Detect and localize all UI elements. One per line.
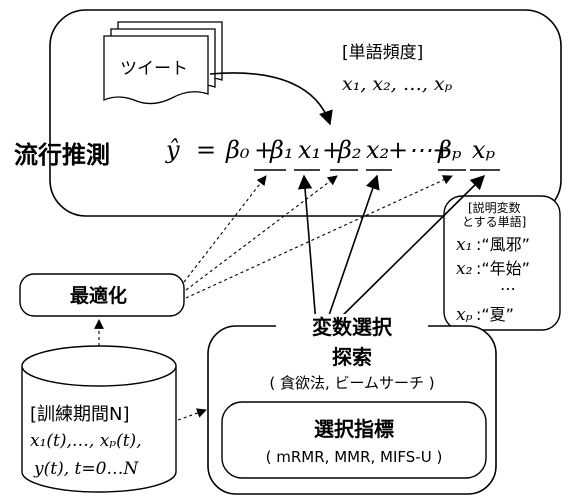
regression-equation: ŷ = β₀ + β₁ x₁ + β₂ x₂ +⋯+ βₚ xₚ xyxy=(165,136,496,164)
training-period-title: [訓練期間N] xyxy=(30,404,130,425)
equation-term: βₚ xyxy=(437,136,462,164)
optimization-box xyxy=(19,273,185,317)
equation-term: +⋯+ xyxy=(388,136,452,164)
training-line2: y(t), t=0…N xyxy=(33,459,139,479)
explanatory-ellipsis: ⋯ xyxy=(500,279,516,298)
equation-term: β₁ xyxy=(269,136,294,164)
explanatory-title-line2: とする単語] xyxy=(462,214,526,229)
training-line1: x₁(t),…, xₚ(t), xyxy=(30,431,142,451)
equation-term: + xyxy=(322,136,342,164)
explanatory-word: :“風邪” xyxy=(476,235,530,254)
search-title: 探索 xyxy=(332,345,372,369)
equation-term: xₚ xyxy=(472,136,496,164)
equation-term: β₀ xyxy=(225,136,250,164)
optimization-arrows xyxy=(183,175,453,299)
selection-arrows xyxy=(297,174,486,325)
explanatory-word: :“夏” xyxy=(476,305,514,324)
search-subtitle: ( 貪欲法, ビームサーチ ) xyxy=(269,374,434,392)
selection-index-subtitle: ( mRMR, MMR, MIFS-U ) xyxy=(266,448,443,466)
equation-term: x₂ xyxy=(366,136,389,164)
selection-index-box xyxy=(221,401,487,479)
variable-selection-title: 変数選択 xyxy=(312,315,393,339)
word-frequency-label: [単語頻度] xyxy=(342,43,423,63)
explanatory-var: x₁ xyxy=(456,235,472,255)
tweet-documents-icon xyxy=(103,21,223,105)
equation-equals: = xyxy=(196,136,216,164)
equation-term: β₂ xyxy=(337,136,362,164)
explanatory-var: xₚ xyxy=(456,305,473,325)
equation-term: x₁ xyxy=(298,136,321,164)
tweet-label: ツイート xyxy=(120,59,188,79)
explanatory-var: x₂ xyxy=(456,259,473,279)
selection-index-title: 選択指標 xyxy=(314,417,394,441)
training-data-cylinder xyxy=(21,345,177,493)
explanatory-words-box xyxy=(443,195,561,331)
selection-title-bg xyxy=(276,314,428,340)
trend-prediction-label: 流行推測 xyxy=(14,141,110,169)
optimization-label: 最適化 xyxy=(70,284,127,307)
word-frequency-vars: x₁, x₂, …, xₚ xyxy=(342,73,453,95)
explanatory-word: :“年始” xyxy=(476,259,530,278)
explanatory-title-line1: [説明変数 xyxy=(468,200,521,215)
equation-yhat: ŷ xyxy=(165,136,180,164)
equation-term: + xyxy=(254,136,274,164)
training-to-selection-arrow xyxy=(177,408,207,421)
tweet-to-equation-arrow xyxy=(209,72,333,126)
